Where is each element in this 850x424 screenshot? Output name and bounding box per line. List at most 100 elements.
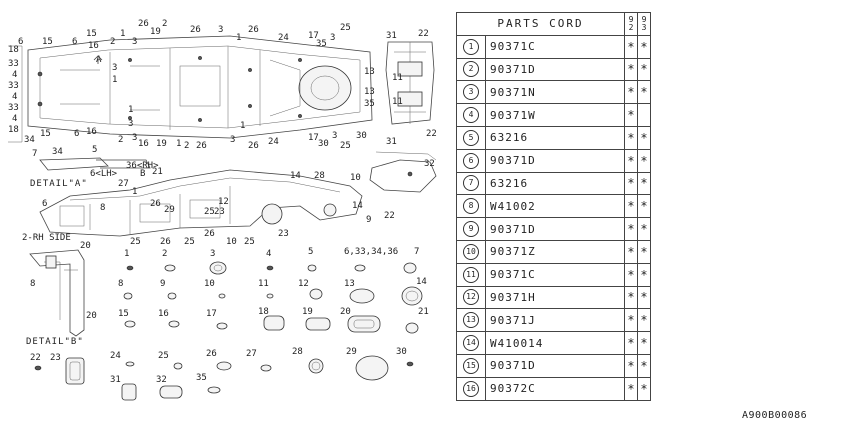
svg-text:9: 9 <box>366 215 371 225</box>
svg-text:10: 10 <box>226 237 237 247</box>
ref-number: 9 <box>456 217 486 241</box>
svg-text:5: 5 <box>92 145 97 155</box>
svg-text:26: 26 <box>160 237 171 247</box>
year-col-93-digit2: 3 <box>641 22 647 32</box>
ref-number-circle: 6 <box>463 152 479 169</box>
svg-text:13: 13 <box>364 87 375 97</box>
svg-text:2: 2 <box>184 141 189 151</box>
part-code: 90371N <box>485 80 625 105</box>
svg-text:35: 35 <box>364 99 375 109</box>
parts-cord-header: PARTS CORD <box>456 12 625 36</box>
svg-text:27: 27 <box>246 349 257 359</box>
svg-text:5: 5 <box>308 247 313 257</box>
ref-number-circle: 1 <box>463 38 479 55</box>
svg-text:15: 15 <box>40 129 51 139</box>
year-col-92-digit2: 2 <box>628 22 634 32</box>
svg-text:25: 25 <box>244 237 255 247</box>
diagram-svg: 18 33 4 33 4 33 4 18 34 6 15 6 15 16 2 1… <box>8 19 437 401</box>
mark-93: * <box>637 148 651 173</box>
mark-92: * <box>624 171 638 196</box>
svg-text:6: 6 <box>18 37 23 47</box>
parts-grid: 1 2 3 4 5 6,33,34,36 7 8 9 10 11 12 13 1… <box>30 247 429 401</box>
svg-text:26: 26 <box>190 25 201 35</box>
svg-text:25: 25 <box>340 141 351 151</box>
ref-number-circle: 8 <box>463 198 479 215</box>
svg-text:19: 19 <box>302 307 313 317</box>
svg-text:3: 3 <box>112 63 117 73</box>
svg-text:31: 31 <box>386 31 397 41</box>
svg-text:25: 25 <box>340 23 351 33</box>
svg-text:26: 26 <box>248 25 259 35</box>
svg-text:30: 30 <box>356 131 367 141</box>
svg-text:15: 15 <box>86 29 97 39</box>
mark-92: * <box>624 217 638 241</box>
svg-text:3: 3 <box>230 135 235 145</box>
svg-text:26: 26 <box>204 229 215 239</box>
svg-text:24: 24 <box>268 137 279 147</box>
mark-92: * <box>624 57 638 82</box>
mark-93: * <box>637 285 651 310</box>
ref-number-circle: 16 <box>463 380 479 397</box>
ref-number-circle: 14 <box>463 335 479 352</box>
svg-text:6: 6 <box>72 37 77 47</box>
svg-text:33: 33 <box>8 81 19 91</box>
letter-b: B <box>140 169 145 179</box>
part-code: 63216 <box>485 171 625 196</box>
svg-text:15: 15 <box>118 309 129 319</box>
svg-text:17: 17 <box>206 309 217 319</box>
svg-text:13: 13 <box>364 67 375 77</box>
svg-text:19: 19 <box>150 27 161 37</box>
ref-number: 15 <box>456 353 486 378</box>
svg-text:17: 17 <box>308 133 319 143</box>
svg-text:1: 1 <box>124 249 129 259</box>
svg-text:7: 7 <box>32 149 37 159</box>
part-code: 90371Z <box>485 239 625 264</box>
svg-text:26: 26 <box>138 19 149 29</box>
svg-text:35: 35 <box>196 373 207 383</box>
svg-text:21: 21 <box>152 167 163 177</box>
svg-text:20: 20 <box>86 311 97 321</box>
mark-92: * <box>624 262 638 287</box>
mark-93: * <box>637 262 651 287</box>
mark-93: * <box>637 57 651 82</box>
part-code: 90371C <box>485 262 625 287</box>
mark-93: * <box>637 125 651 150</box>
mark-93: * <box>637 331 651 355</box>
svg-text:18: 18 <box>258 307 269 317</box>
svg-text:10: 10 <box>350 173 361 183</box>
svg-text:18: 18 <box>8 45 19 55</box>
mark-92: * <box>624 34 638 59</box>
part-code: 63216 <box>485 125 625 150</box>
svg-text:2: 2 <box>110 37 115 47</box>
svg-text:11: 11 <box>392 73 403 83</box>
side-body-view: 27 1 B 21 6 26 29 8 25 26 25 26 25 12 23… <box>22 167 395 247</box>
svg-text:12: 12 <box>218 197 229 207</box>
svg-text:16: 16 <box>86 127 97 137</box>
svg-text:14: 14 <box>416 277 427 287</box>
mark-93: * <box>637 171 651 196</box>
rh-side-label: 2-RH SIDE <box>22 233 71 243</box>
svg-text:24: 24 <box>278 33 289 43</box>
svg-text:11: 11 <box>392 97 403 107</box>
mark-92: * <box>624 103 638 127</box>
svg-text:20: 20 <box>340 307 351 317</box>
part-code: 90372C <box>485 376 625 401</box>
lh-label: 6<LH> <box>90 169 118 179</box>
svg-text:1: 1 <box>176 139 181 149</box>
svg-text:27: 27 <box>118 179 129 189</box>
part-code: 90371C <box>485 34 625 59</box>
svg-text:31: 31 <box>386 137 397 147</box>
year-col-93: 9 3 <box>637 12 651 36</box>
mark-93: * <box>637 217 651 241</box>
svg-text:4: 4 <box>12 70 17 80</box>
svg-text:9: 9 <box>160 279 165 289</box>
svg-text:25: 25 <box>184 237 195 247</box>
